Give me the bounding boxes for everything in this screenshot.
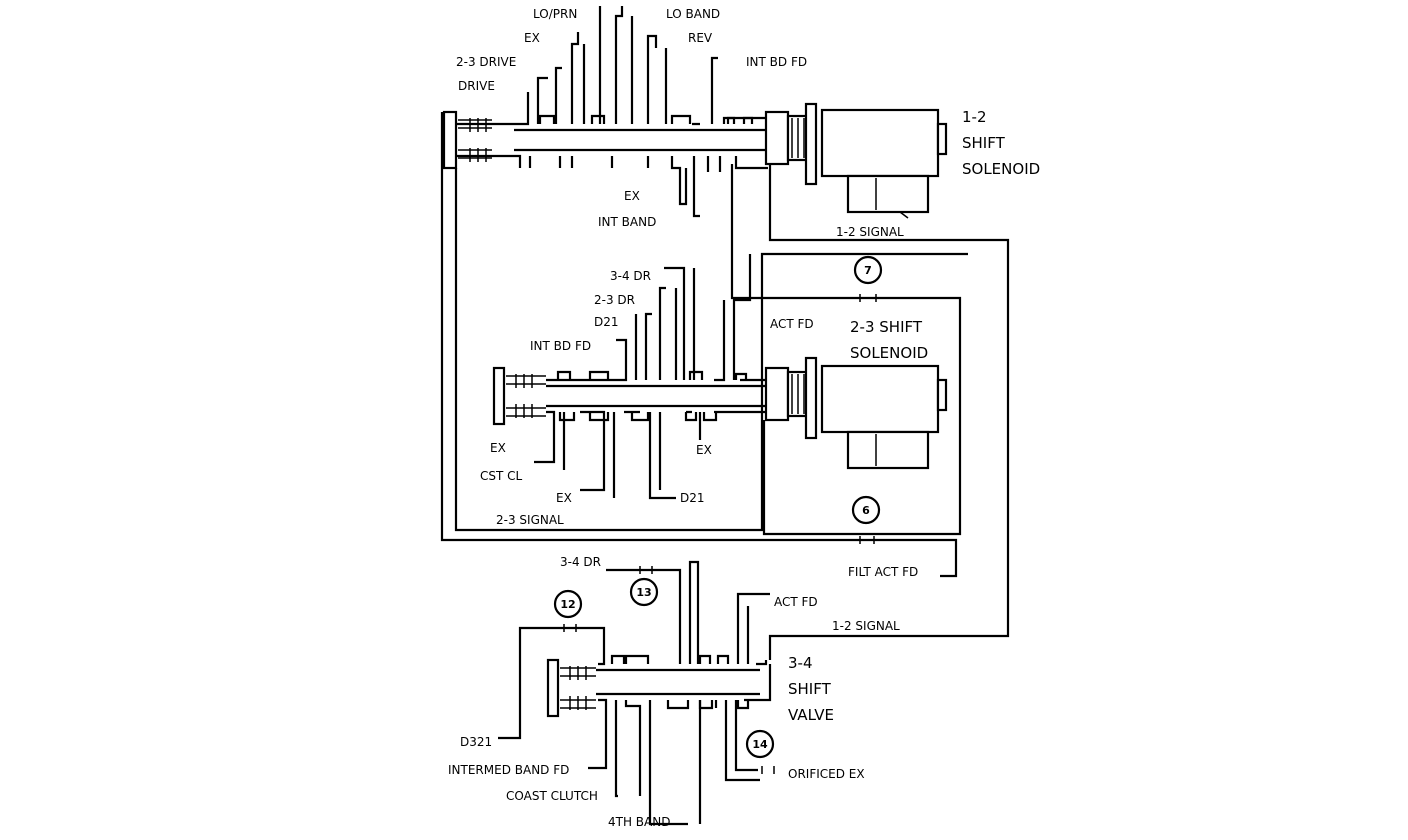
line-filt-act-fd (440, 112, 958, 578)
valve-34-bore-bottom (588, 664, 772, 826)
label-rev: REV (688, 31, 713, 45)
valve-23-end-plug (492, 366, 506, 426)
label-cst-cl: CST CL (480, 469, 523, 483)
orifice-7: 7 (853, 255, 883, 302)
label-act-fd-23: ACT FD (770, 317, 814, 331)
label-coast-clutch: COAST CLUTCH (506, 789, 598, 803)
solenoid-12-line3: SOLENOID (962, 160, 1040, 178)
svg-text:7: 7 (864, 264, 872, 277)
valve-12-bore-top (456, 6, 768, 126)
label-ex-bottom-23: EX (556, 491, 572, 505)
solenoid-12-body (820, 108, 940, 178)
label-1-2-signal-bottom: 1-2 SIGNAL (832, 619, 900, 633)
valve-34-line3: VALVE (788, 706, 834, 724)
label-ex-right-23: EX (696, 443, 712, 457)
valve-23-body (764, 366, 790, 422)
valve-23-bore-top (546, 254, 766, 382)
label-drive: DRIVE (458, 79, 495, 93)
valve-34-bore-top (498, 560, 770, 740)
label-act-fd-34: ACT FD (774, 595, 818, 609)
label-int-bd-fd-23: INT BD FD (530, 339, 591, 353)
solenoid-23-body (820, 364, 940, 434)
valve-34-line1: 3-4 (788, 654, 813, 672)
valve-34-spring (560, 666, 596, 710)
solenoid-12-line1: 1-2 (962, 108, 987, 126)
solenoid-23-line1: 2-3 SHIFT (850, 318, 923, 336)
valve-23-spring (506, 374, 546, 418)
svg-text:14: 14 (752, 738, 768, 751)
valve-23-bore-bottom (534, 410, 766, 500)
label-lo-band: LO BAND (666, 7, 720, 21)
label-int-bd-fd-12: INT BD FD (746, 55, 807, 69)
orifice-6: 6 (851, 495, 881, 544)
label-d21-top: D21 (594, 315, 619, 329)
label-4th-band: 4TH BAND (608, 815, 670, 829)
valve-34-line2: SHIFT (788, 680, 832, 698)
valve-12-spool (514, 114, 772, 152)
valve-23-spool (546, 370, 770, 422)
label-intermed-band-fd: INTERMED BAND FD (448, 763, 569, 777)
valve-12-assembly (442, 6, 1010, 660)
orifice-13: 13 (629, 566, 659, 607)
orifice-14: 14 (745, 729, 775, 774)
label-2-3-drive: 2-3 DRIVE (456, 55, 516, 69)
solenoid-12-line2: SHIFT (962, 134, 1006, 152)
label-2-3-dr: 2-3 DR (594, 293, 635, 307)
line-act-fd (730, 164, 962, 536)
solenoid-23-connector (846, 430, 930, 470)
valve-12-bore-bottom (456, 154, 768, 218)
valve-12-flange (804, 102, 818, 186)
label-3-4-dr-23: 3-4 DR (610, 269, 651, 283)
valve-34-assembly (498, 560, 772, 826)
valve-34-spool (596, 654, 760, 710)
label-3-4-dr-34: 3-4 DR (560, 555, 601, 569)
label-filt-act-fd: FILT ACT FD (848, 565, 918, 579)
label-1-2-signal-top: 1-2 SIGNAL (836, 225, 904, 239)
label-2-3-signal: 2-3 SIGNAL (496, 513, 564, 527)
svg-text:13: 13 (636, 586, 651, 599)
valve-12-body (764, 110, 790, 166)
valve-23-assembly (440, 112, 962, 578)
valve-34-end-plug (546, 658, 560, 718)
label-orificed-ex: ORIFICED EX (788, 767, 865, 781)
label-ex-bottom-12: EX (624, 189, 640, 203)
label-d21-bottom: D21 (680, 491, 705, 505)
label-d321: D321 (460, 735, 492, 749)
solenoid-23-line2: SOLENOID (850, 344, 928, 362)
line-12-signal (768, 164, 1010, 660)
svg-text:12: 12 (560, 598, 575, 611)
label-int-band: INT BAND (598, 215, 656, 229)
label-ex-top-12: EX (524, 31, 540, 45)
solenoid-12-connector (846, 174, 930, 214)
label-ex-left-23: EX (490, 441, 506, 455)
svg-text:6: 6 (862, 504, 870, 517)
valve-12-rail (454, 168, 968, 532)
label-lo-prn: LO/PRN (533, 7, 577, 21)
valve-12-end-plug (442, 110, 458, 170)
orifice-12: 12 (553, 589, 583, 632)
